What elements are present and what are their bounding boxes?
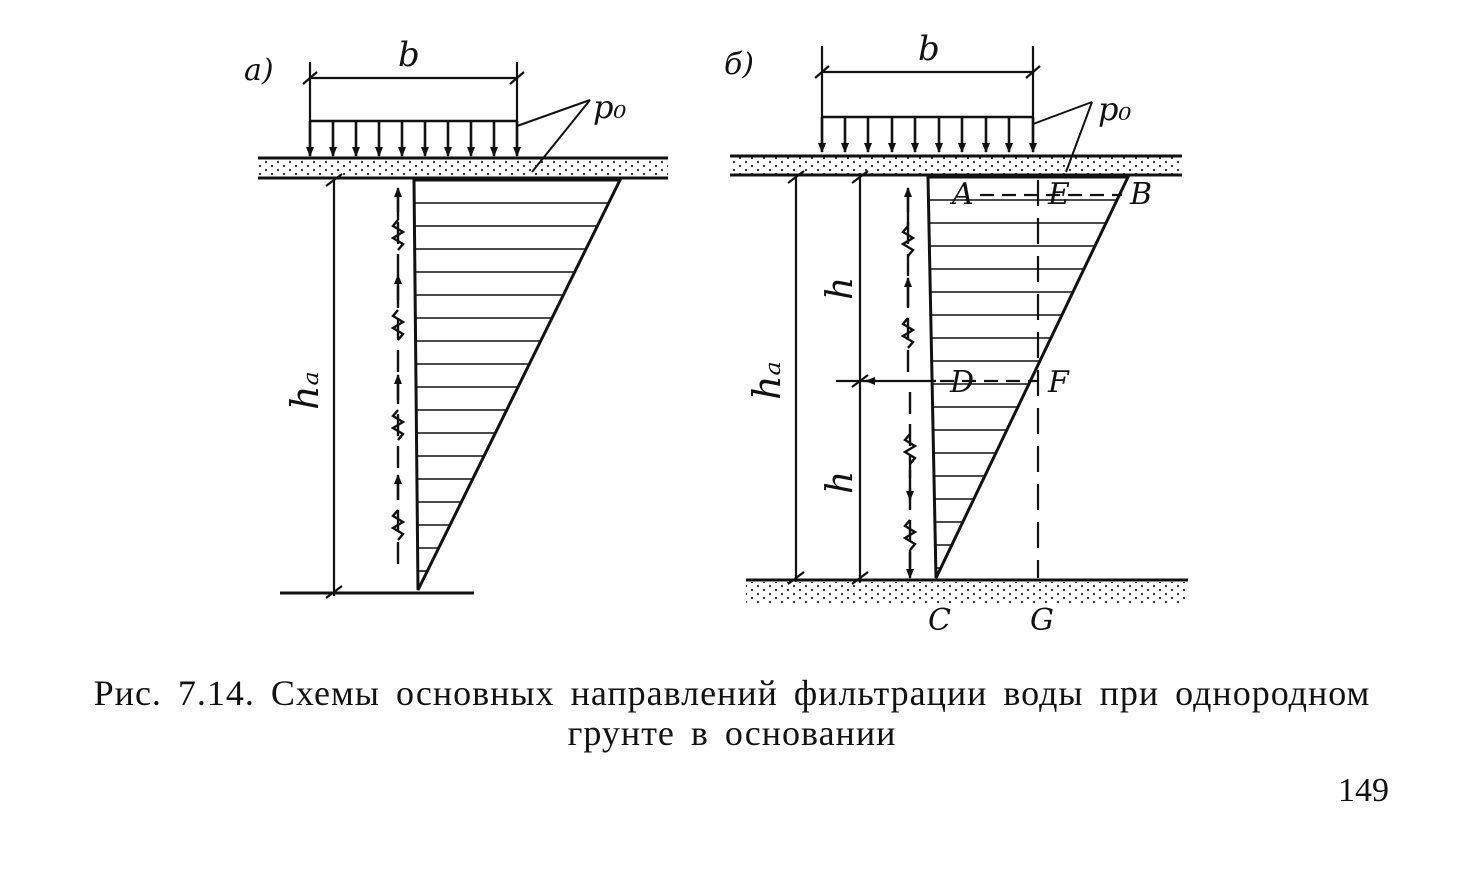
point-a-label: A bbox=[949, 177, 974, 212]
point-f-label: F bbox=[1047, 365, 1070, 400]
panel-b: б) b p₀ bbox=[724, 29, 1188, 638]
panel-a-soil-layer bbox=[258, 156, 668, 180]
panel-b-flow-path bbox=[865, 187, 918, 579]
panel-a-height-dimension bbox=[325, 173, 343, 599]
point-g-label: G bbox=[1030, 603, 1054, 638]
page-number: 149 bbox=[1338, 772, 1389, 809]
panel-b-width-label: b bbox=[918, 29, 940, 69]
panel-b-soil-layer bbox=[730, 154, 1182, 177]
panel-b-lower-h-label: h bbox=[820, 471, 861, 494]
panel-b-label: б) bbox=[724, 47, 754, 82]
point-e-label: E bbox=[1047, 177, 1070, 212]
panel-b-load-arrows bbox=[818, 115, 1037, 153]
panel-a-flow-path bbox=[390, 187, 406, 570]
panel-a-load-arrows bbox=[306, 119, 521, 157]
point-b-label: B bbox=[1129, 177, 1152, 212]
point-c-label: C bbox=[928, 603, 951, 638]
panel-b-pressure-triangle bbox=[926, 175, 1131, 579]
panel-a-height-label: hₐ bbox=[283, 371, 327, 410]
panel-a-label: а) bbox=[244, 53, 274, 88]
panel-b-half-height-dimension bbox=[836, 170, 936, 585]
panel-a-width-dimension bbox=[302, 62, 525, 156]
panel-a-width-label: b bbox=[398, 35, 420, 75]
panel-b-height-dimension bbox=[787, 170, 805, 585]
panel-b-upper-h-label: h bbox=[820, 277, 861, 300]
figure-caption-line-2: грунте в основании bbox=[567, 713, 897, 753]
panel-b-load-label: p₀ bbox=[1098, 90, 1131, 128]
point-d-label: D bbox=[949, 365, 974, 400]
panel-b-height-label: hₐ bbox=[745, 361, 789, 400]
panel-b-construction-lines bbox=[940, 180, 1122, 578]
panel-a: а) b p₀ bbox=[244, 35, 668, 599]
panel-a-load-label: p₀ bbox=[593, 88, 626, 126]
panel-a-pressure-triangle bbox=[412, 178, 623, 591]
figure-caption-line-1: Рис. 7.14. Схемы основных направлений фи… bbox=[93, 673, 1371, 713]
panel-b-bottom-soil bbox=[746, 578, 1188, 604]
